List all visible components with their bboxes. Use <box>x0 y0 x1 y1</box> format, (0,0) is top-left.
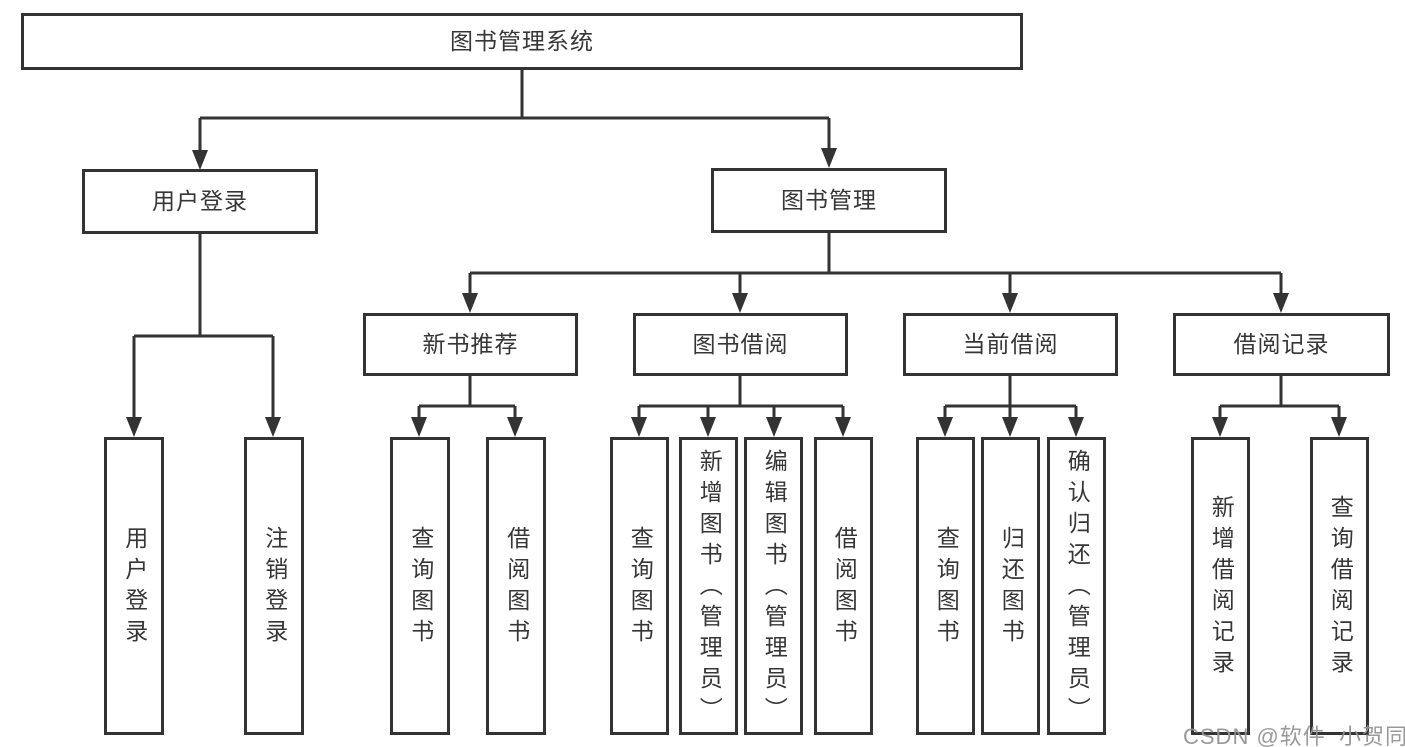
node-leaf-return-books: 归还图书 <box>981 437 1040 735</box>
connector-book-borrow-children <box>637 375 845 419</box>
arrow-down-icon <box>192 150 208 170</box>
arrow-down-icon <box>700 417 716 437</box>
arrow-down-icon <box>835 417 851 437</box>
arrow-down-icon <box>1273 293 1289 313</box>
node-book-borrow: 图书借阅 <box>633 313 848 376</box>
node-leaf-add-borrow-record: 新增借阅记录 <box>1191 437 1250 735</box>
node-book-management: 图书管理 <box>711 168 947 233</box>
node-leaf-borrow-books-1: 借阅图书 <box>486 437 546 735</box>
node-new-book-recommend: 新书推荐 <box>363 313 578 376</box>
node-leaf-add-books-admin: 新增图书（管理员） <box>679 437 738 735</box>
node-leaf-query-borrow-record: 查询借阅记录 <box>1310 437 1369 735</box>
arrow-down-icon <box>1331 417 1347 437</box>
arrow-down-icon <box>126 417 142 437</box>
node-current-borrow: 当前借阅 <box>903 313 1118 376</box>
arrow-down-icon <box>462 293 478 313</box>
node-leaf-query-books-1: 查询图书 <box>390 437 450 735</box>
arrow-down-icon <box>411 417 427 437</box>
arrow-down-icon <box>1002 293 1018 313</box>
arrow-down-icon <box>631 417 647 437</box>
node-user-login: 用户登录 <box>82 169 318 234</box>
connector-root-to-level2 <box>198 70 831 152</box>
node-root: 图书管理系统 <box>21 13 1023 70</box>
arrow-down-icon <box>821 148 837 168</box>
node-borrow-records: 借阅记录 <box>1173 313 1390 376</box>
arrow-down-icon <box>265 417 281 437</box>
arrow-down-icon <box>937 417 953 437</box>
arrow-down-icon <box>1212 417 1228 437</box>
node-leaf-user-login: 用户登录 <box>104 437 164 735</box>
arrow-down-icon <box>732 293 748 313</box>
node-leaf-borrow-books-2: 借阅图书 <box>814 437 873 735</box>
connector-current-borrow-children <box>943 375 1078 419</box>
arrow-down-icon <box>507 417 523 437</box>
node-leaf-query-books-3: 查询图书 <box>916 437 975 735</box>
connector-user-login-children <box>132 234 275 419</box>
arrow-down-icon <box>766 417 782 437</box>
node-leaf-query-books-2: 查询图书 <box>610 437 669 735</box>
connector-new-book-recommend-children <box>417 375 517 419</box>
node-leaf-confirm-return-admin: 确认归还（管理员） <box>1047 437 1106 735</box>
connector-borrow-records-children <box>1218 376 1341 419</box>
node-leaf-logout: 注销登录 <box>244 437 304 735</box>
arrow-down-icon <box>1068 417 1084 437</box>
connector-book-management-children <box>468 233 1283 295</box>
node-leaf-edit-books-admin: 编辑图书（管理员） <box>744 437 803 735</box>
watermark: CSDN @软件_小贺同学 <box>1183 724 1405 747</box>
arrow-down-icon <box>1002 417 1018 437</box>
